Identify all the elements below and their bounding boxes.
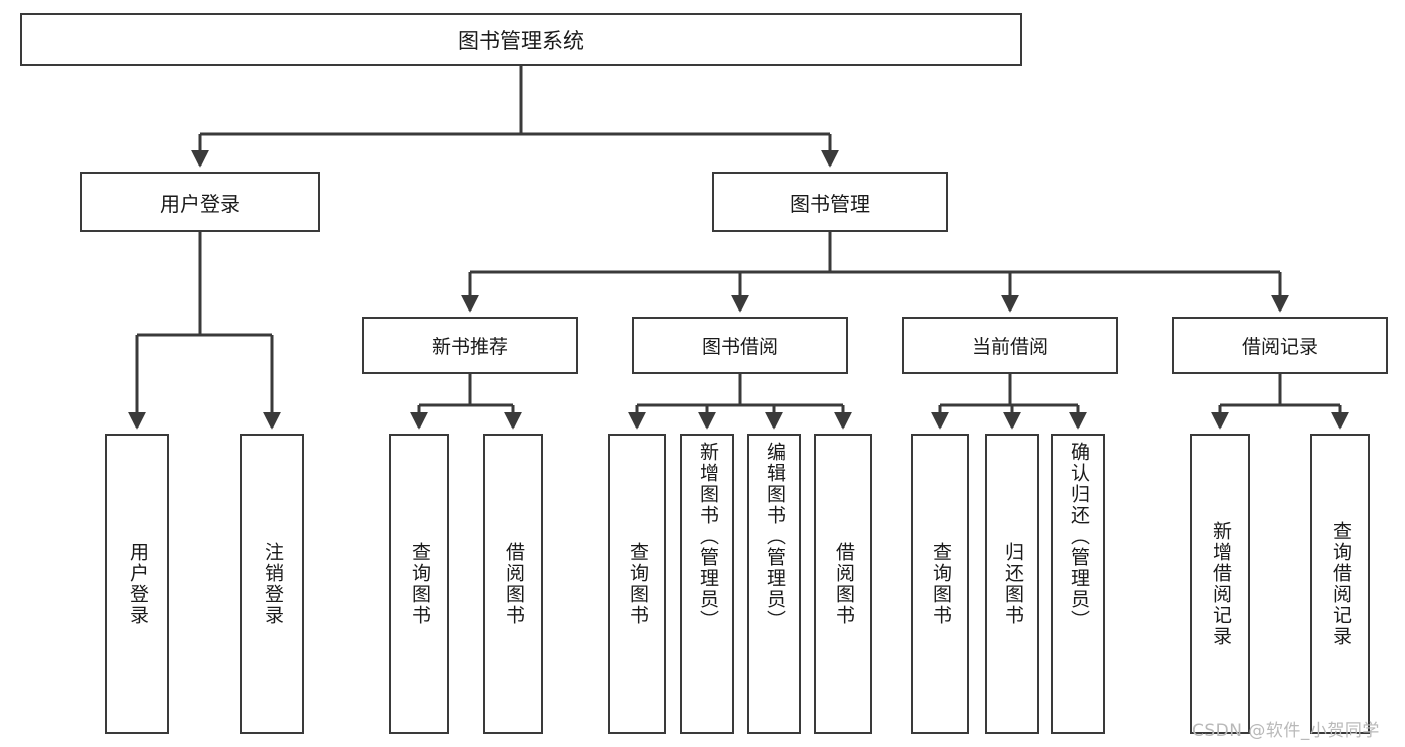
node-book-borrow[interactable]: 图书借阅 — [632, 317, 848, 374]
node-book-manage[interactable]: 图书管理 — [712, 172, 948, 232]
node-leaf-bb-add-book[interactable]: 新增图书（管理员） — [680, 434, 734, 734]
node-leaf-user-login[interactable]: 用户登录 — [105, 434, 169, 734]
node-borrow-record[interactable]: 借阅记录 — [1172, 317, 1388, 374]
leaf-label: 归还图书 — [1001, 542, 1024, 626]
leaf-label: 借阅图书 — [502, 542, 525, 626]
leaf-label: 查询图书 — [408, 542, 431, 626]
node-leaf-rec-query-book[interactable]: 查询图书 — [389, 434, 449, 734]
node-leaf-bb-query-book[interactable]: 查询图书 — [608, 434, 666, 734]
node-current-borrow[interactable]: 当前借阅 — [902, 317, 1118, 374]
node-leaf-br-query-record[interactable]: 查询借阅记录 — [1310, 434, 1370, 734]
node-user-login[interactable]: 用户登录 — [80, 172, 320, 232]
leaf-label: 编辑图书（管理员） — [763, 442, 786, 631]
leaf-label: 注销登录 — [261, 542, 284, 626]
node-leaf-user-logout[interactable]: 注销登录 — [240, 434, 304, 734]
leaf-label: 借阅图书 — [832, 542, 855, 626]
node-leaf-cb-return-book[interactable]: 归还图书 — [985, 434, 1039, 734]
leaf-label: 新增借阅记录 — [1209, 521, 1232, 647]
leaf-label: 新增图书（管理员） — [696, 442, 719, 631]
leaf-label: 查询图书 — [929, 542, 952, 626]
node-new-book-rec[interactable]: 新书推荐 — [362, 317, 578, 374]
leaf-label: 确认归还（管理员） — [1067, 442, 1090, 631]
node-leaf-rec-borrow-book[interactable]: 借阅图书 — [483, 434, 543, 734]
node-leaf-br-add-record[interactable]: 新增借阅记录 — [1190, 434, 1250, 734]
node-leaf-cb-query-book[interactable]: 查询图书 — [911, 434, 969, 734]
node-root[interactable]: 图书管理系统 — [20, 13, 1022, 66]
node-leaf-bb-borrow-book[interactable]: 借阅图书 — [814, 434, 872, 734]
leaf-label: 查询借阅记录 — [1329, 521, 1352, 647]
node-leaf-bb-edit-book[interactable]: 编辑图书（管理员） — [747, 434, 801, 734]
leaf-label: 用户登录 — [126, 542, 149, 626]
csdn-watermark: CSDN @软件_小贺同学 — [1192, 721, 1380, 741]
leaf-label: 查询图书 — [626, 542, 649, 626]
node-leaf-cb-confirm-return[interactable]: 确认归还（管理员） — [1051, 434, 1105, 734]
